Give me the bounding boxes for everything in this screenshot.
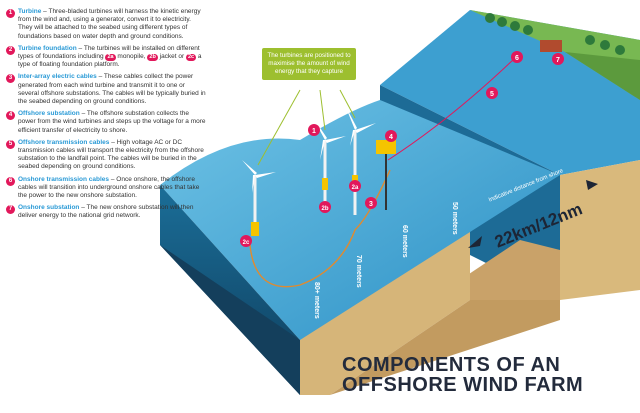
legend-item-onshore-substation: 7 Onshore substation – The new onshore s… xyxy=(6,204,206,220)
legend-number-badge: 2 xyxy=(6,45,15,55)
legend-title: Offshore substation xyxy=(18,110,80,118)
svg-text:4: 4 xyxy=(389,134,393,141)
legend-number-badge: 4 xyxy=(6,111,15,121)
legend-number-badge: 3 xyxy=(6,74,15,84)
trees-icon xyxy=(485,13,625,55)
svg-text:6: 6 xyxy=(515,55,519,62)
depth-label-60: 60 meters xyxy=(401,225,408,258)
legend-text: – These cables collect the power generat… xyxy=(18,73,206,106)
sea-block xyxy=(160,100,560,395)
svg-text:3: 3 xyxy=(369,201,373,208)
legend-title: Turbine foundation xyxy=(18,44,77,52)
legend-item-offshore-cables: 5 Offshore transmission cables – High vo… xyxy=(6,139,206,172)
legend-text: – The turbines will be installed on diff… xyxy=(18,44,200,61)
legend-text: – The new onshore substation will then d… xyxy=(18,204,194,220)
marker-2a: 2a xyxy=(349,180,361,192)
callout-pointer xyxy=(257,89,301,166)
offshore-substation-icon xyxy=(376,140,396,210)
marker-3: 3 xyxy=(365,197,377,209)
svg-text:2c: 2c xyxy=(243,240,250,246)
legend-item-offshore-substation: 4 Offshore substation – The offshore sub… xyxy=(6,110,206,135)
marker-5: 5 xyxy=(486,87,498,99)
callout-pointer xyxy=(339,89,356,119)
marker-2c: 2c xyxy=(240,235,252,247)
title-line-2: OFFSHORE WIND FARM xyxy=(342,374,584,396)
inter-array-cable xyxy=(249,169,391,288)
callout-box: The turbines are positioned to maximise … xyxy=(262,48,356,80)
legend-text: – Once onshore, the offshore cables will… xyxy=(18,175,200,200)
badge-2a: 2a xyxy=(105,54,116,62)
page-title: COMPONENTS OF AN OFFSHORE WIND FARM xyxy=(342,355,583,395)
legend-text: – Three-bladed turbines will harness the… xyxy=(18,8,201,40)
legend-item-foundation: 2 Turbine foundation – The turbines will… xyxy=(6,45,206,70)
legend: 1 Turbine – Three-bladed turbines will h… xyxy=(6,8,206,225)
callout-pointer xyxy=(319,89,326,131)
legend-item-onshore-cables: 6 Onshore transmission cables – Once ons… xyxy=(6,176,206,201)
legend-text: – The offshore substation collects the p… xyxy=(18,110,206,134)
svg-text:2a: 2a xyxy=(352,185,359,191)
distance-arrow-right-icon xyxy=(586,180,598,190)
svg-text:2b: 2b xyxy=(321,206,328,212)
distance-arrow-left-icon xyxy=(468,236,482,248)
svg-text:5: 5 xyxy=(490,91,494,98)
depth-label-80: 80+ meters xyxy=(313,282,320,319)
legend-title: Inter-array electric cables xyxy=(18,73,97,81)
marker-1: 1 xyxy=(308,124,320,136)
legend-item-turbine: 1 Turbine – Three-bladed turbines will h… xyxy=(6,8,206,41)
legend-title: Offshore transmission cables xyxy=(18,138,110,146)
legend-number-badge: 7 xyxy=(6,205,15,215)
marker-7: 7 xyxy=(552,53,564,65)
depth-label-70: 70 meters xyxy=(355,255,362,288)
marker-4: 4 xyxy=(385,130,397,142)
legend-title: Turbine xyxy=(18,8,42,15)
legend-number-badge: 6 xyxy=(6,176,15,186)
legend-title: Onshore transmission cables xyxy=(18,175,110,183)
offshore-transmission-cable xyxy=(387,57,516,161)
legend-number-badge: 5 xyxy=(6,139,15,149)
onshore-substation-icon xyxy=(540,40,562,52)
legend-text: – High voltage AC or DC transmission cab… xyxy=(18,138,204,171)
svg-text:7: 7 xyxy=(556,57,560,64)
legend-number-badge: 1 xyxy=(6,9,15,18)
badge-2b: 2b xyxy=(147,54,158,62)
marker-2b: 2b xyxy=(319,201,331,213)
depth-label-50: 50 meters xyxy=(451,202,458,235)
marker-6: 6 xyxy=(511,51,523,63)
turbine-floating xyxy=(242,160,276,236)
svg-text:1: 1 xyxy=(312,128,316,135)
title-line-1: COMPONENTS OF AN xyxy=(342,354,561,376)
legend-item-inter-array: 3 Inter-array electric cables – These ca… xyxy=(6,73,206,106)
badge-2c: 2c xyxy=(186,54,197,62)
legend-title: Onshore substation xyxy=(18,204,80,212)
